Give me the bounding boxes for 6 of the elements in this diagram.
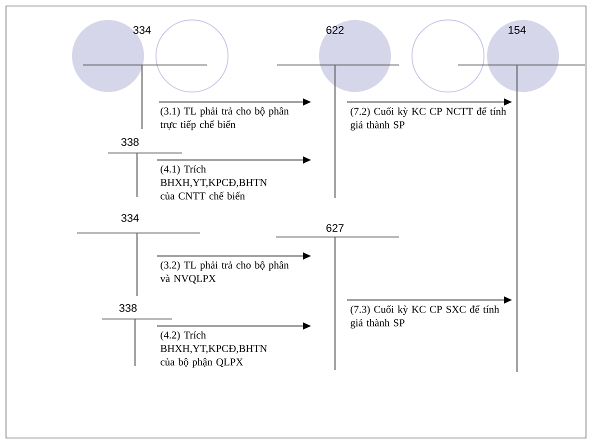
edge-label: (3.2) TL phải trả cho bộ phân và NVQLPX (160, 261, 289, 284)
edge-label: (3.1) TL phải trả cho bộ phân trực tiếp chế biến (160, 107, 289, 130)
edge-label: (4.1) Trích BHXH,YT,KPCĐ,BHTN của CNTT chế biến (160, 165, 267, 200)
edge-label: (7.3) Cuối kỳ KC CP SXC để tính giá thành SP (350, 305, 500, 328)
edge-label: (7.2) Cuối kỳ KC CP NCTT để tính giá thành SP (350, 107, 506, 130)
edge-label: (4.2) Trích BHXH,YT,KPCĐ,BHTN của bộ phận QLPX (160, 331, 267, 368)
